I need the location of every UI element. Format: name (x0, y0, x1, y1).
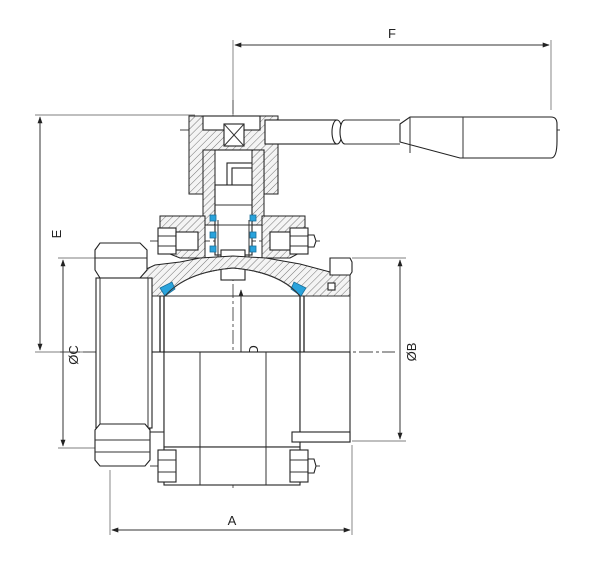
dimension-label-c: ØC (66, 345, 81, 365)
dimension-b: ØB (352, 257, 419, 442)
bolt-bottom-right (289, 449, 309, 483)
bottom-flange (157, 446, 317, 486)
handle-grip (399, 116, 558, 159)
bolt-bottom-left (157, 449, 177, 483)
valve-stem (202, 149, 265, 281)
right-ferrule (329, 257, 353, 276)
handle-tube (264, 119, 338, 145)
top-flange (157, 215, 317, 259)
dimension-label-f: F (388, 26, 396, 41)
bolt-head-left (157, 227, 177, 255)
seat-seal-right (290, 281, 307, 297)
valve-handle (188, 115, 558, 195)
seat-seal-left (159, 281, 176, 297)
bolt-head-right (289, 227, 309, 255)
stem-seal (209, 214, 217, 222)
dimension-label-b: ØB (404, 343, 419, 362)
dimension-c: ØC (58, 257, 100, 449)
dimension-label-e: E (49, 229, 64, 238)
dimension-f: F (232, 26, 552, 120)
left-union-nut (94, 242, 153, 467)
dimension-label-a: A (228, 513, 237, 528)
dimension-a: A (109, 445, 353, 535)
